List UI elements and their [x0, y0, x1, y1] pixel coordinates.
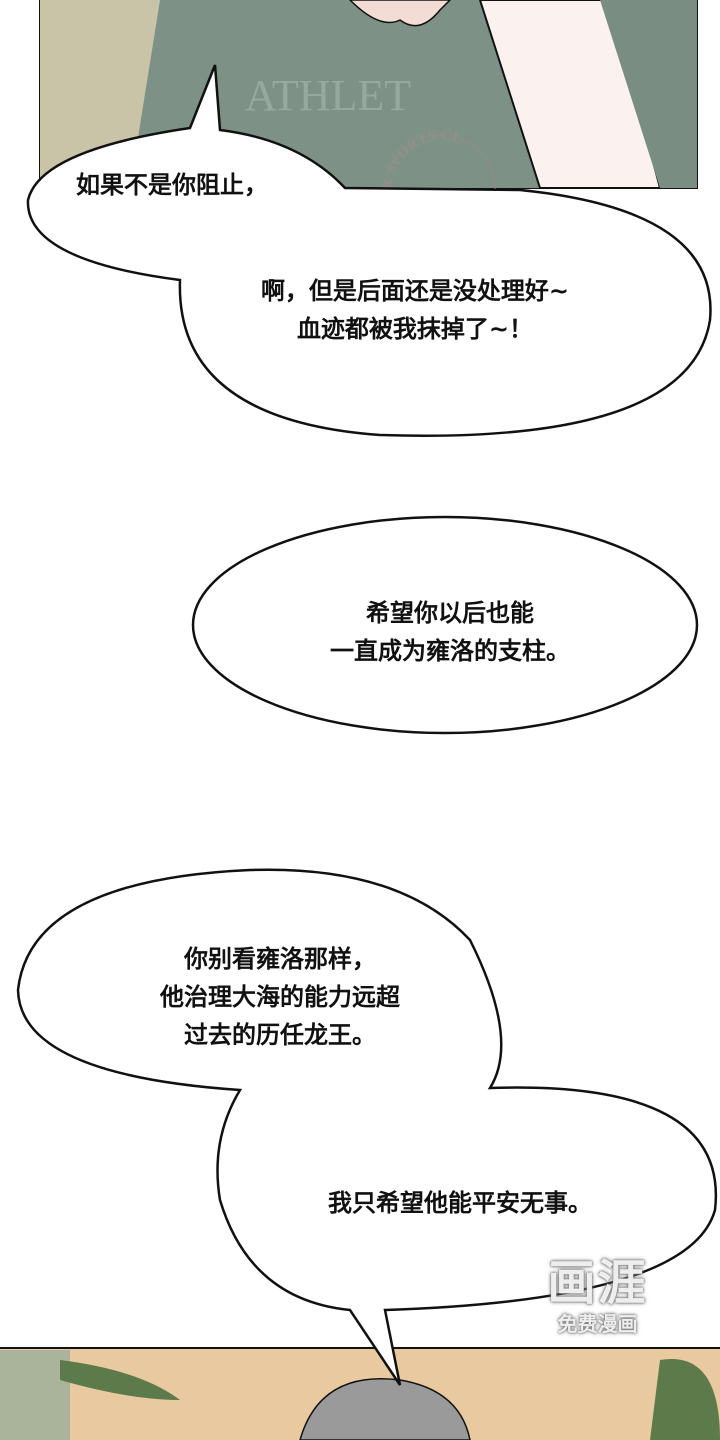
watermark-tagline: 免费漫画: [557, 1312, 638, 1336]
watermark-logo-text: 画涯: [547, 1255, 648, 1311]
bubble-2-line-2: 血迹都被我抹掉了~！: [296, 315, 534, 343]
bubble-5-text: 我只希望他能平安无事。: [240, 1184, 680, 1222]
bubble-2-line-1: 啊，但是后面还是没处理好~: [260, 277, 570, 305]
bubble-4-line-2: 他治理大海的能力远超: [160, 983, 400, 1011]
bubble-4-line-1: 你别看雍洛那样，: [184, 945, 376, 973]
bubble-5-line-1: 我只希望他能平安无事。: [328, 1189, 592, 1217]
shirt-print-text: ATHLET: [245, 71, 411, 120]
bubble-4-text: 你别看雍洛那样， 他治理大海的能力远超过去的历任龙王。: [80, 940, 480, 1054]
bubble-1-line-1: 如果不是你阻止，: [76, 171, 268, 199]
speech-bubble-3: [16, 868, 718, 1386]
speech-bubble-1: [26, 64, 712, 437]
bottom-panel: [0, 1347, 720, 1440]
watermark-logo: 画涯 免费漫画: [535, 1255, 660, 1337]
bubble-2-text: 啊，但是后面还是没处理好~ 血迹都被我抹掉了~！: [180, 272, 650, 348]
top-panel: ATHLET K SPORTS CL: [39, 0, 698, 246]
bubble-3-line-2: 一直成为雍洛的支柱。: [330, 637, 570, 665]
bubble-3-line-1: 希望你以后也能: [366, 599, 534, 627]
speech-bubble-2: [191, 515, 699, 735]
bubble-4-line-3: 过去的历任龙王。: [184, 1021, 376, 1049]
bubble-3-text: 希望你以后也能一直成为雍洛的支柱。: [200, 594, 700, 670]
bubble-1-text: 如果不是你阻止，: [76, 166, 268, 204]
